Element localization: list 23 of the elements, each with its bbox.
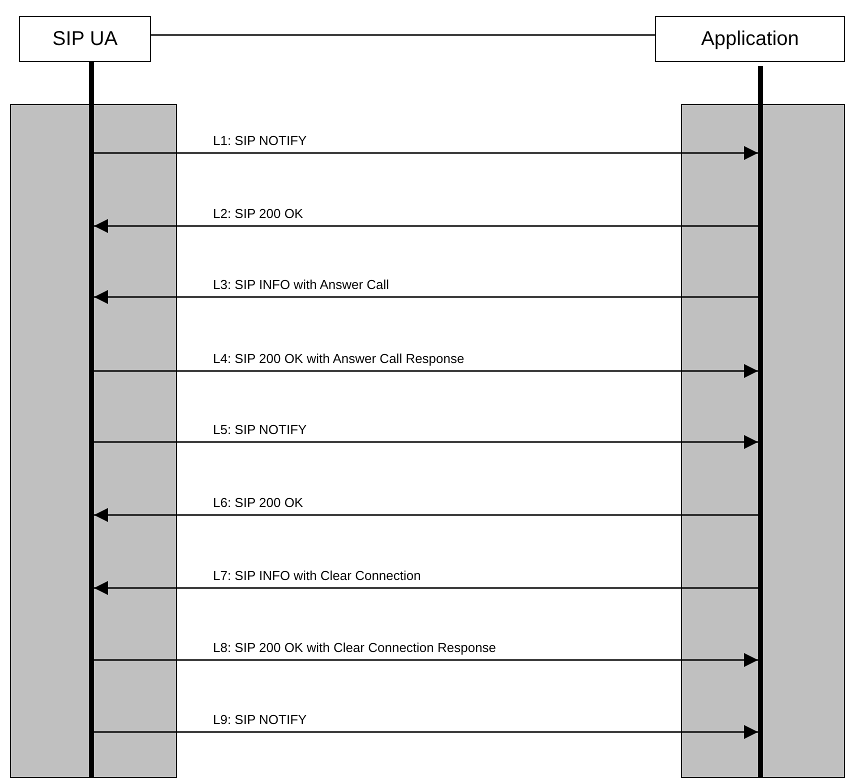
message-arrow xyxy=(94,219,758,233)
lifeline xyxy=(89,62,94,778)
lifeline xyxy=(758,66,763,778)
message-arrow xyxy=(94,364,758,378)
edge-label: L8: SIP 200 OK with Clear Connection Response xyxy=(212,640,498,655)
message-arrow xyxy=(94,581,758,595)
message-arrow xyxy=(94,435,758,449)
edge-label: L1: SIP NOTIFY xyxy=(212,133,308,148)
message-arrow xyxy=(94,508,758,522)
edge-label: L3: SIP INFO with Answer Call xyxy=(212,277,390,292)
message-arrow xyxy=(94,290,758,304)
edge-label: L9: SIP NOTIFY xyxy=(212,712,308,727)
participant-box: SIP UA xyxy=(19,16,151,62)
edge-label: L2: SIP 200 OK xyxy=(212,206,304,221)
edge-label: L4: SIP 200 OK with Answer Call Response xyxy=(212,351,466,366)
message-arrow xyxy=(94,146,758,160)
edge-label: L7: SIP INFO with Clear Connection xyxy=(212,568,422,583)
participant-box: Application xyxy=(655,16,845,62)
message-arrow xyxy=(94,653,758,667)
edge-label: L6: SIP 200 OK xyxy=(212,495,304,510)
edge-label: L5: SIP NOTIFY xyxy=(212,422,308,437)
connector-line xyxy=(151,34,655,36)
message-arrow xyxy=(94,725,758,739)
